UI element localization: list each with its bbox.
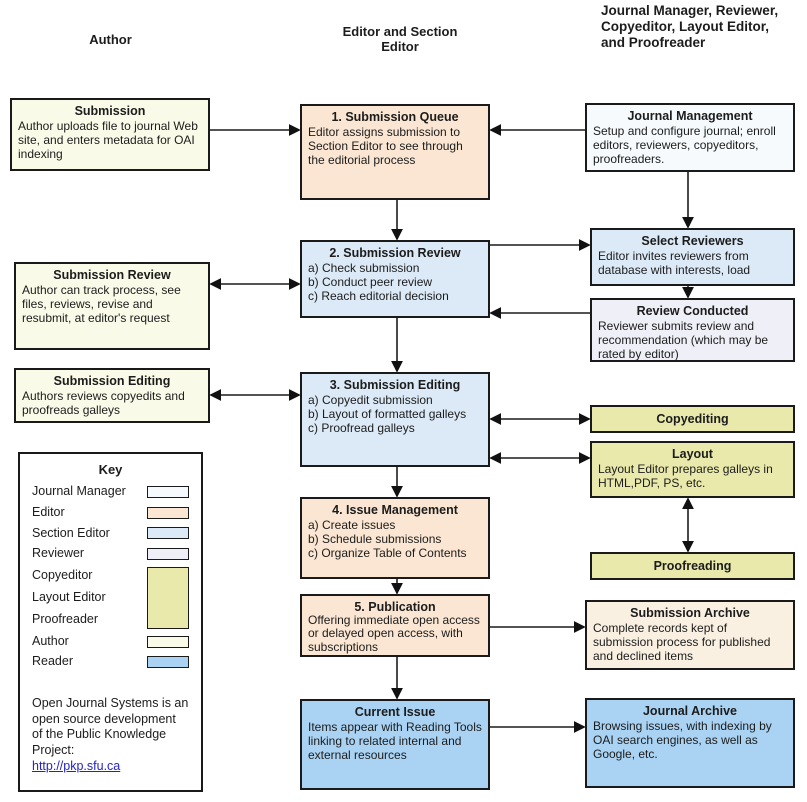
legend-title: Key — [98, 462, 123, 477]
box-title: Copyediting — [656, 411, 729, 426]
box-copyediting: Copyediting — [590, 405, 795, 433]
legend-label-layout-editor: Layout Editor — [32, 589, 106, 604]
box-body: Offering immediate open access or delaye… — [308, 613, 480, 654]
box-submission: Submission Author uploads file to journa… — [10, 98, 210, 171]
legend-swatch-copyeditor-group — [147, 566, 189, 629]
box-body: Author uploads file to journal Web site,… — [18, 118, 198, 161]
box-title: Select Reviewers — [641, 234, 744, 248]
box-submission-review-author: Submission Review Author can track proce… — [14, 262, 210, 350]
box-title: Layout — [672, 447, 713, 461]
box-body: Editor invites reviewers from database w… — [598, 248, 751, 277]
legend-swatch-journal-manager — [147, 486, 189, 499]
legend-label-copyeditor: Copyeditor — [32, 567, 93, 582]
box-journal-archive: Journal Archive Browsing issues, with in… — [585, 698, 795, 788]
box-title: 3. Submission Editing — [329, 378, 461, 392]
box-title: Journal Management — [627, 109, 753, 123]
box-body: Browsing issues, with indexing by OAI se… — [593, 718, 772, 761]
box-body: Author can track process, see files, rev… — [22, 282, 181, 325]
box-body: a) Copyedit submission b) Layout of form… — [308, 392, 467, 435]
box-title: 4. Issue Management — [332, 503, 458, 517]
column-header-editor-section-editor: Editor and Section Editor — [342, 24, 458, 55]
box-title: Journal Archive — [642, 704, 737, 718]
legend-grid: Journal Manager Editor Section Editor Re… — [32, 484, 189, 670]
box-proofreading: Proofreading — [590, 552, 795, 580]
box-body: Editor assigns submission to Section Edi… — [308, 124, 463, 167]
box-publication: 5. Publication Offering immediate open a… — [300, 594, 490, 657]
box-submission-archive: Submission Archive Complete records kept… — [585, 600, 795, 670]
box-title: Review Conducted — [636, 304, 749, 318]
box-journal-management: Journal Management Setup and configure j… — [585, 103, 795, 172]
column-header-author: Author — [89, 32, 132, 47]
box-title: 1. Submission Queue — [331, 110, 459, 124]
legend-swatch-section-editor — [147, 527, 189, 540]
legend-label-section-editor: Section Editor — [32, 525, 110, 540]
box-title: Submission Archive — [630, 606, 750, 620]
box-submission-review: 2. Submission Review a) Check submission… — [300, 240, 490, 318]
box-body: Items appear with Reading Tools linking … — [308, 719, 482, 762]
legend-swatch-author — [147, 635, 189, 648]
box-title: Proofreading — [653, 558, 732, 573]
legend-swatch-editor — [147, 506, 189, 519]
box-body: Layout Editor prepares galleys in HTML,P… — [598, 461, 773, 490]
box-title: 2. Submission Review — [329, 246, 461, 260]
legend-label-reviewer: Reviewer — [32, 546, 85, 561]
box-body: a) Check submission b) Conduct peer revi… — [308, 260, 449, 303]
pkp-link[interactable]: http://pkp.sfu.ca — [32, 758, 121, 773]
legend-swatch-reviewer — [147, 547, 189, 560]
legend-label-proofreader: Proofreader — [32, 612, 99, 627]
legend-swatch-reader — [147, 656, 189, 669]
box-layout: Layout Layout Editor prepares galleys in… — [590, 441, 795, 498]
box-body: Setup and configure journal; enroll edit… — [593, 123, 776, 166]
box-body: Reviewer submits review and recommendati… — [598, 318, 769, 361]
box-current-issue: Current Issue Items appear with Reading … — [300, 699, 490, 790]
box-body: Complete records kept of submission proc… — [593, 620, 771, 663]
box-issue-management: 4. Issue Management a) Create issues b) … — [300, 497, 490, 579]
legend-footer-text: Open Journal Systems is an open source d… — [32, 696, 189, 757]
box-submission-queue: 1. Submission Queue Editor assigns submi… — [300, 104, 490, 200]
legend-label-reader: Reader — [32, 654, 73, 669]
box-body: Authors reviews copyedits and proofreads… — [22, 388, 185, 417]
box-title: Submission — [74, 104, 146, 118]
box-title: 5. Publication — [354, 600, 436, 614]
legend-label-editor: Editor — [32, 504, 65, 519]
column-header-journal-manager-group: Journal Manager, Reviewer, Copyeditor, L… — [601, 3, 779, 50]
box-select-reviewers: Select Reviewers Editor invites reviewer… — [590, 228, 795, 286]
box-title: Submission Editing — [53, 374, 171, 388]
box-submission-editing: 3. Submission Editing a) Copyedit submis… — [300, 372, 490, 467]
box-title: Current Issue — [354, 705, 436, 719]
legend-label-author: Author — [32, 633, 69, 648]
box-submission-editing-author: Submission Editing Authors reviews copye… — [14, 368, 210, 423]
box-review-conducted: Review Conducted Reviewer submits review… — [590, 298, 795, 362]
box-body: a) Create issues b) Schedule submissions… — [308, 517, 467, 560]
legend-label-journal-manager: Journal Manager — [32, 484, 126, 499]
box-title: Submission Review — [53, 268, 171, 282]
legend-key-box: Key Journal Manager Editor Section Edito… — [18, 452, 203, 792]
